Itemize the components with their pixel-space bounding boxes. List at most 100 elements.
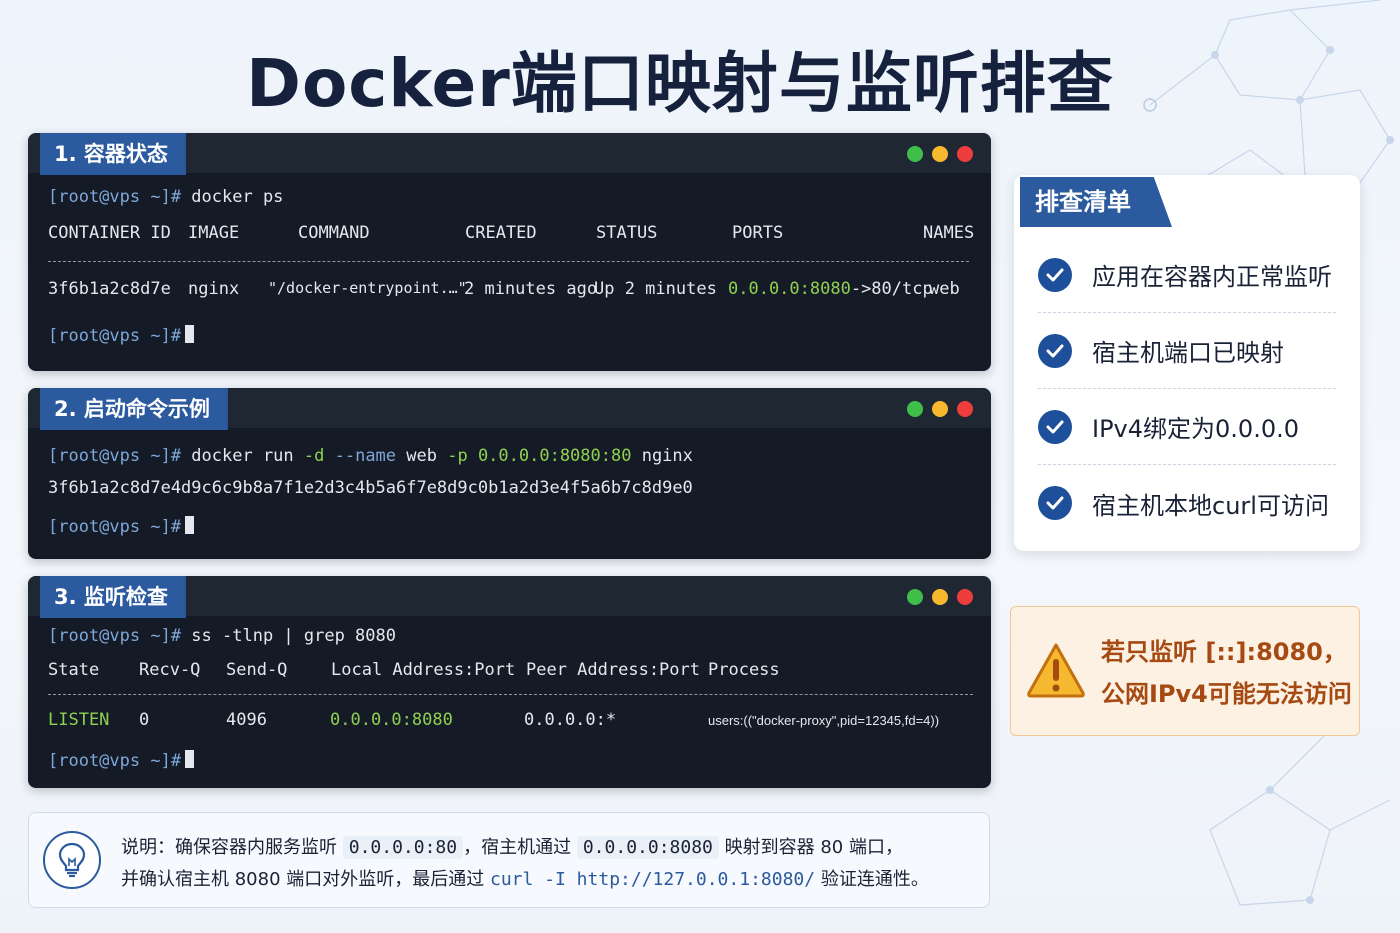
checklist-item: 应用在容器内正常监听 (1038, 237, 1336, 313)
port-mapping: 0.0.0.0:8080:80 (467, 446, 632, 466)
header-container-id: CONTAINER ID (48, 223, 171, 243)
warning-line-2: 公网IPv4可能无法访问 (1101, 680, 1352, 708)
note-text: 映射到容器 80 端口， (718, 837, 903, 858)
prompt-line: [root@vps ~]# (48, 516, 195, 537)
close-dot-icon[interactable] (957, 401, 973, 417)
warning-triangle-icon (1027, 643, 1085, 698)
header-status: STATUS (596, 223, 658, 243)
container-id-output: 3f6b1a2c8d7e4d9c6c9b8a7f1e2d3c4b5a6f7e8d… (48, 478, 693, 498)
header-state: State (48, 660, 100, 680)
cmd-docker-run: docker run (181, 446, 304, 466)
header-created: CREATED (465, 223, 537, 243)
cell-recvq: 0 (139, 710, 150, 730)
note-line-1: 说明：确保容器内服务监听 0.0.0.0:80，宿主机通过 0.0.0.0:80… (121, 833, 903, 859)
checklist-item-label: 应用在容器内正常监听 (1092, 263, 1332, 291)
minimize-dot-icon[interactable] (932, 589, 948, 605)
check-circle-icon (1038, 257, 1072, 292)
container-name: web (396, 446, 448, 466)
header-recvq: Recv-Q (139, 660, 201, 680)
header-command: COMMAND (298, 223, 370, 243)
header-local-address: Local Address:Port (331, 660, 516, 680)
prompt: [root@vps ~]# (48, 517, 182, 537)
prompt: [root@vps ~]# (48, 446, 182, 466)
minimize-dot-icon[interactable] (932, 146, 948, 162)
cursor (185, 325, 195, 343)
close-dot-icon[interactable] (957, 146, 973, 162)
cell-container-id: 3f6b1a2c8d7e (48, 279, 171, 299)
prompt-line: [root@vps ~]# (48, 325, 195, 346)
warning-line-1: 若只监听 [::]:8080， (1101, 638, 1347, 666)
check-circle-icon (1038, 333, 1072, 368)
check-circle-icon (1038, 409, 1072, 444)
checklist-item-label: 宿主机本地curl可访问 (1092, 491, 1329, 520)
checklist-card: 排查清单 应用在容器内正常监听 宿主机端口已映射 IPv4绑定为0.0.0.0 … (1014, 175, 1360, 551)
header-image: IMAGE (188, 223, 240, 243)
terminal-listen-check: 3. 监听检查 [root@vps ~]# ss -tlnp | grep 80… (28, 576, 991, 788)
flag-p: -p (447, 446, 468, 466)
ports-container: ->80/tcp (850, 279, 933, 299)
cell-sendq: 4096 (226, 710, 267, 730)
cell-status: Up 2 minutes (594, 279, 717, 299)
note-text: 并确认宿主机 8080 端口对外监听，最后通过 (121, 869, 490, 890)
close-dot-icon[interactable] (957, 589, 973, 605)
cell-process: users:(("docker-proxy",pid=12345,fd=4)) (708, 713, 940, 728)
terminal-header: 2. 启动命令示例 (28, 388, 991, 430)
divider (48, 261, 969, 262)
terminal-header: 3. 监听检查 (28, 576, 991, 618)
warning-box: 若只监听 [::]:8080， 公网IPv4可能无法访问 (1010, 606, 1360, 736)
flag-d: -d (303, 446, 325, 466)
note-text: 说明：确保容器内服务监听 (121, 837, 343, 858)
terminal-body[interactable]: [root@vps ~]# ss -tlnp | grep 8080 State… (28, 616, 991, 788)
terminal-header: 1. 容器状态 (28, 133, 991, 175)
lightbulb-icon (43, 831, 101, 889)
cell-names: web (929, 279, 960, 299)
terminal-container-status: 1. 容器状态 [root@vps ~]# docker ps CONTAINE… (28, 133, 991, 371)
cell-peer-address: 0.0.0.0:* (524, 710, 617, 730)
note-code: curl -I http://127.0.0.1:8080/ (489, 869, 816, 890)
terminal-run-example: 2. 启动命令示例 [root@vps ~]# docker run -d --… (28, 388, 991, 559)
cell-ports: 0.0.0.0:8080->80/tcp (728, 279, 933, 299)
tab-listen-check: 3. 监听检查 (40, 576, 186, 618)
header-process: Process (708, 660, 780, 680)
maximize-dot-icon[interactable] (907, 146, 923, 162)
prompt: [root@vps ~]# (48, 751, 182, 771)
note-code: 0.0.0.0:80 (342, 836, 464, 859)
flag-name: --name (324, 446, 397, 466)
window-controls (907, 146, 973, 162)
cell-created: 2 minutes ago (464, 279, 598, 299)
prompt: [root@vps ~]# (48, 326, 182, 346)
command-line: [root@vps ~]# docker run -d --name web -… (48, 446, 693, 466)
note-line-2: 并确认宿主机 8080 端口对外监听，最后通过 curl -I http://1… (121, 865, 929, 891)
checklist-item: 宿主机端口已映射 (1038, 313, 1336, 389)
prompt-line: [root@vps ~]# (48, 750, 195, 771)
cursor (185, 516, 195, 534)
command-line: [root@vps ~]# docker ps (48, 187, 283, 207)
cell-local-address: 0.0.0.0:8080 (330, 710, 453, 730)
cell-image: nginx (188, 279, 240, 299)
minimize-dot-icon[interactable] (932, 401, 948, 417)
header-ports: PORTS (732, 223, 784, 243)
note-code: 0.0.0.0:8080 (576, 836, 719, 859)
command: ss -tlnp | grep 8080 (181, 626, 396, 646)
tab-container-status: 1. 容器状态 (40, 133, 186, 175)
cell-state: LISTEN (48, 710, 110, 730)
page-title: Docker端口映射与监听排查 (246, 45, 1114, 122)
note-text: 验证连通性。 (815, 869, 929, 890)
divider (48, 694, 973, 695)
warning-text: 若只监听 [::]:8080， 公网IPv4可能无法访问 (1101, 631, 1352, 715)
checklist-item-label: 宿主机端口已映射 (1092, 339, 1284, 367)
terminal-body[interactable]: [root@vps ~]# docker run -d --name web -… (28, 428, 991, 559)
checklist-title: 排查清单 (1020, 177, 1172, 227)
command-line: [root@vps ~]# ss -tlnp | grep 8080 (48, 626, 396, 646)
note-box: 说明：确保容器内服务监听 0.0.0.0:80，宿主机通过 0.0.0.0:80… (28, 812, 990, 908)
note-text: ，宿主机通过 (463, 837, 577, 858)
terminal-body[interactable]: [root@vps ~]# docker ps CONTAINER ID IMA… (28, 173, 991, 371)
maximize-dot-icon[interactable] (907, 401, 923, 417)
maximize-dot-icon[interactable] (907, 589, 923, 605)
prompt: [root@vps ~]# (48, 626, 182, 646)
header-names: NAMES (923, 223, 975, 243)
header-peer-address: Peer Address:Port (526, 660, 700, 680)
command: docker ps (181, 187, 284, 207)
cell-command: "/docker-entrypoint.…" (268, 279, 467, 297)
cursor (185, 750, 195, 768)
